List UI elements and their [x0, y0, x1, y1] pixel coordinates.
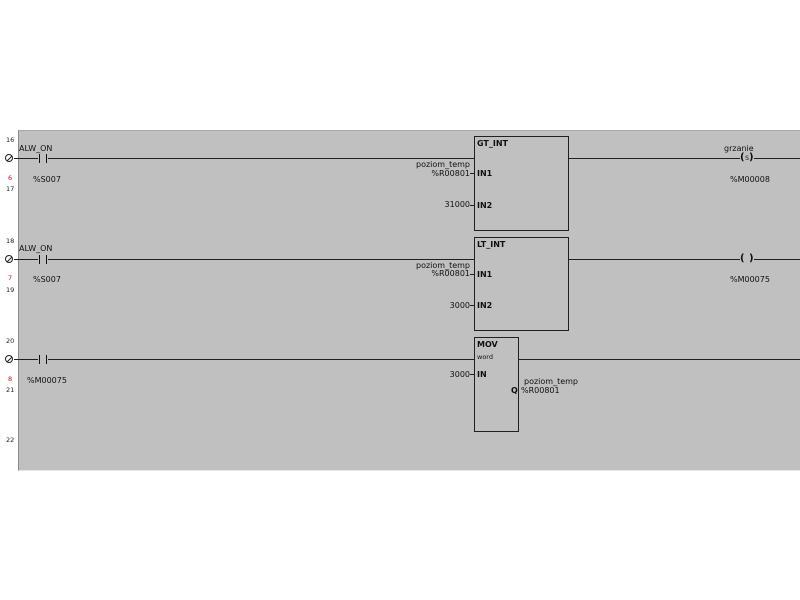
- line-number: 20: [6, 337, 15, 345]
- contact-label: ALW_ON: [19, 144, 53, 153]
- pin-in2: IN2: [477, 201, 493, 210]
- output-coil-icon[interactable]: ( ): [740, 253, 754, 265]
- line-number: 16: [6, 136, 15, 144]
- rung-number: 8: [8, 375, 13, 383]
- coil-label: grzanie: [724, 144, 754, 153]
- pin-in1: IN1: [477, 270, 493, 279]
- gt-int-block[interactable]: GT_INT IN1 IN2: [474, 136, 569, 231]
- pin-stub: [470, 374, 475, 375]
- in2-constant: 31000: [444, 200, 470, 209]
- line-number: 19: [6, 286, 15, 294]
- q-address: %R00801: [521, 386, 560, 395]
- lt-int-block[interactable]: LT_INT IN1 IN2: [474, 237, 569, 331]
- no-contact-icon[interactable]: [38, 154, 48, 163]
- rung-number: 7: [8, 274, 13, 282]
- ladder-diagram-area[interactable]: [18, 130, 800, 471]
- pin-stub: [470, 274, 475, 275]
- coil-address: %M00008: [730, 175, 770, 184]
- rung-select-icon[interactable]: [5, 355, 13, 363]
- line-number: 22: [6, 436, 15, 444]
- rung-select-icon[interactable]: [5, 154, 13, 162]
- line-number: 17: [6, 185, 15, 193]
- no-contact-icon[interactable]: [38, 355, 48, 364]
- block-title: MOV: [477, 340, 498, 349]
- set-coil-icon[interactable]: ( S ): [740, 152, 754, 164]
- rung-number: 6: [8, 174, 13, 182]
- line-number: 21: [6, 386, 15, 394]
- contact-address: %M00075: [27, 376, 67, 385]
- block-data-type: word: [477, 353, 493, 361]
- rung-wire: [569, 259, 800, 260]
- pin-in: IN: [477, 370, 487, 379]
- no-contact-icon[interactable]: [38, 255, 48, 264]
- rung-wire: [14, 259, 475, 260]
- in1-address: %R00801: [431, 269, 470, 278]
- line-number-gutter: [0, 130, 18, 470]
- in1-address: %R00801: [431, 169, 470, 178]
- pin-stub: [470, 305, 475, 306]
- rung-wire: [14, 359, 475, 360]
- rung-wire: [14, 158, 475, 159]
- contact-address: %S007: [33, 175, 61, 184]
- pin-q: Q: [511, 386, 518, 395]
- mov-block[interactable]: MOV word IN Q: [474, 337, 519, 432]
- rung-select-icon[interactable]: [5, 255, 13, 263]
- block-title: LT_INT: [477, 240, 506, 249]
- contact-address: %S007: [33, 275, 61, 284]
- in-constant: 3000: [449, 370, 470, 379]
- in2-constant: 3000: [449, 301, 470, 310]
- in1-variable-name: poziom_temp: [415, 261, 470, 270]
- q-variable-name: poziom_temp: [524, 377, 579, 386]
- pin-stub: [470, 205, 475, 206]
- rung-wire: [519, 359, 800, 360]
- coil-symbol: S: [745, 155, 749, 162]
- coil-address: %M00075: [730, 275, 770, 284]
- contact-label: ALW_ON: [19, 244, 53, 253]
- line-number: 18: [6, 237, 15, 245]
- pin-in1: IN1: [477, 169, 493, 178]
- rung-wire: [569, 158, 800, 159]
- in1-variable-name: poziom_temp: [415, 160, 470, 169]
- pin-in2: IN2: [477, 301, 493, 310]
- pin-stub: [470, 173, 475, 174]
- block-title: GT_INT: [477, 139, 509, 148]
